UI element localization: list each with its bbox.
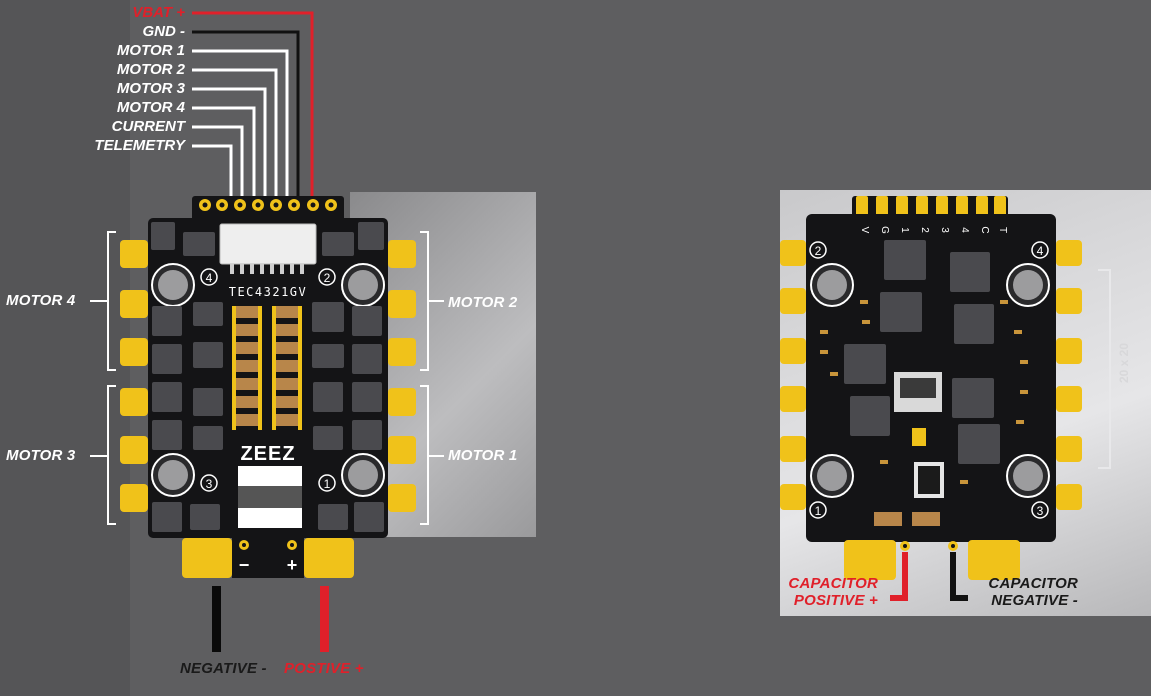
positive-label: POSTIVE +: [284, 660, 364, 677]
wire-gnd: [192, 30, 300, 200]
cap-neg-wire: [950, 552, 968, 601]
motor3-label: MOTOR 3: [6, 447, 76, 464]
pin-letter-c: C: [979, 226, 990, 233]
wire-label-gnd: GND -: [142, 23, 186, 40]
signal-wires: [192, 11, 314, 200]
motor4-label: MOTOR 4: [6, 292, 76, 309]
brand-logo: ZEEZ: [240, 443, 295, 465]
pin-letter-1: 1: [899, 227, 910, 233]
wire-motor3: [192, 87, 267, 200]
wire-telemetry: [192, 144, 233, 200]
cap-pos-wire: [890, 552, 908, 601]
cap-negative-line2: NEGATIVE -: [991, 592, 1078, 609]
corner-number-bl: 3: [206, 477, 213, 491]
wire-current: [192, 125, 244, 200]
wire-label-telemetry: TELEMETRY: [94, 137, 185, 154]
right-side-pads-l: [780, 240, 806, 510]
right-corner-number-br: 3: [1037, 504, 1044, 518]
pin-letter-4: 4: [959, 227, 970, 233]
pin-letter-v: V: [859, 227, 870, 234]
wire-motor4: [192, 106, 256, 200]
negative-label: NEGATIVE -: [180, 660, 267, 677]
right-header-pins: [856, 196, 1006, 218]
wire-label-motor4: MOTOR 4: [116, 99, 185, 116]
chip-label: TEC4321GV: [229, 285, 308, 299]
right-board: 2 4 1 3 V G 1 2 3 4 C T: [780, 196, 1111, 601]
wire-motor1: [192, 49, 289, 200]
header-pins: [199, 199, 337, 211]
left-side-pads: [120, 240, 148, 512]
right-ics: [844, 240, 1000, 464]
right-corner-number-bl: 1: [815, 504, 822, 518]
cap-positive-line1: CAPACITOR: [788, 575, 878, 592]
pin-letter-g: G: [879, 226, 890, 234]
capacitor-grid: [232, 306, 302, 426]
motor2-label: MOTOR 2: [448, 294, 518, 311]
wire-label-current: CURRENT: [111, 118, 185, 135]
wire-label-vbat: VBAT +: [132, 4, 185, 21]
corner-number-br: 1: [324, 477, 331, 491]
corner-number-tl: 4: [206, 271, 213, 285]
cap-positive-line2: POSITIVE +: [793, 592, 878, 609]
motor-brackets: [90, 231, 444, 525]
left-board: 4 2 3 1 TEC4321GV: [90, 196, 444, 652]
wire-label-motor1: MOTOR 1: [116, 42, 185, 59]
wire-label-motor2: MOTOR 2: [116, 61, 185, 78]
size-label: 20 x 20: [1117, 342, 1131, 384]
motor1-label: MOTOR 1: [448, 447, 518, 464]
wire-label-motor3: MOTOR 3: [116, 80, 185, 97]
right-corner-number-tr: 4: [1037, 244, 1044, 258]
pin-letter-2: 2: [919, 227, 930, 233]
right-side-pads-r: [1056, 240, 1082, 510]
cap-positive-label: CAPACITOR POSITIVE +: [782, 575, 878, 609]
pin-letter-3: 3: [939, 227, 950, 233]
right-side-pads: [388, 240, 416, 512]
corner-number-tr: 2: [324, 271, 331, 285]
right-corner-number-tl: 2: [815, 244, 822, 258]
pin-letter-t: T: [997, 227, 1008, 233]
wire-motor2: [192, 68, 278, 200]
pad-plus-label: +: [287, 555, 298, 575]
cap-negative-label: CAPACITOR NEGATIVE -: [980, 575, 1078, 609]
pad-minus-label: −: [239, 555, 250, 575]
cap-negative-line1: CAPACITOR: [988, 575, 1078, 592]
mosfet-chips: [151, 222, 384, 532]
wire-vbat: [192, 11, 314, 200]
